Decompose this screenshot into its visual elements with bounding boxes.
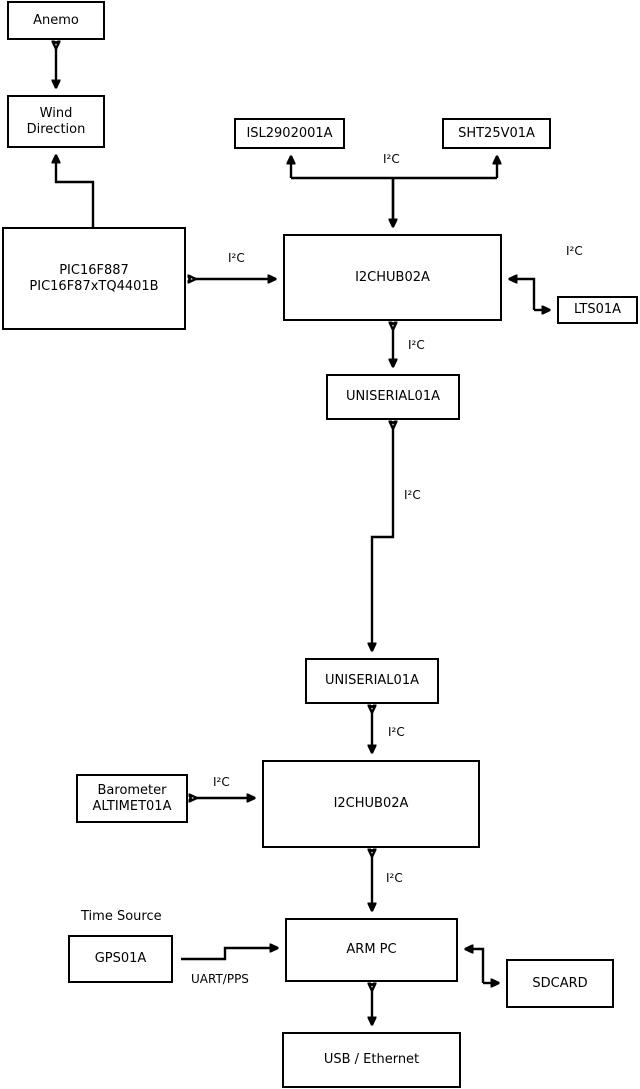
node-uniserial01a-lower[interactable]: UNISERIAL01A <box>305 658 439 704</box>
node-pic-mcu-label: PIC16F887 PIC16F87xTQ4401B <box>29 262 159 294</box>
edge-label-top-bus-i2c: I²C <box>383 152 400 166</box>
node-sht25v01a[interactable]: SHT25V01A <box>442 118 551 149</box>
edge-label-uniserial2-hub2-i2c: I²C <box>388 725 405 739</box>
label-time-source: Time Source <box>81 909 162 924</box>
node-uniserial01a-lower-label: UNISERIAL01A <box>325 673 419 688</box>
node-anemo[interactable]: Anemo <box>7 1 105 40</box>
node-sdcard[interactable]: SDCARD <box>506 959 614 1008</box>
node-usb-ethernet[interactable]: USB / Ethernet <box>282 1032 461 1088</box>
node-sdcard-label: SDCARD <box>532 975 588 991</box>
node-i2chub02a-lower[interactable]: I2CHUB02A <box>262 760 480 848</box>
node-gps01a[interactable]: GPS01A <box>68 935 173 983</box>
node-lts01a-label: LTS01A <box>573 302 622 317</box>
wire-pic-wind <box>56 156 95 227</box>
node-sht25v01a-label: SHT25V01A <box>458 125 535 141</box>
edge-label-pic-hub1-i2c: I²C <box>228 251 245 265</box>
node-gps01a-label: GPS01A <box>94 951 147 966</box>
node-wind-direction[interactable]: Wind Direction <box>7 95 105 148</box>
node-usb-ethernet-label: USB / Ethernet <box>323 1052 420 1067</box>
node-barometer-altimet01a[interactable]: Barometer ALTIMET01A <box>76 774 188 823</box>
node-uniserial01a-upper[interactable]: UNISERIAL01A <box>326 374 460 420</box>
node-isl2902001a-label: ISL2902001A <box>246 125 333 141</box>
node-i2chub02a-upper[interactable]: I2CHUB02A <box>283 234 502 321</box>
node-lts01a[interactable]: LTS01A <box>557 296 638 324</box>
node-isl2902001a[interactable]: ISL2902001A <box>234 118 345 149</box>
edge-label-barometer-hub2-i2c: I²C <box>213 775 230 789</box>
edge-label-gps-armpc-uart-pps: UART/PPS <box>191 972 249 986</box>
node-arm-pc-label: ARM PC <box>346 942 397 957</box>
wire-sdcard-armpc <box>466 949 485 983</box>
edge-label-uniserial1-uniserial2-i2c: I²C <box>404 488 421 502</box>
node-i2chub02a-upper-label: I2CHUB02A <box>355 269 430 285</box>
wire-gps-armpc <box>181 948 277 961</box>
wire-uniserial1-uniserial2 <box>372 428 393 650</box>
node-wind-direction-label: Wind Direction <box>26 105 86 137</box>
node-pic-mcu[interactable]: PIC16F887 PIC16F87xTQ4401B <box>2 227 186 330</box>
node-arm-pc[interactable]: ARM PC <box>285 918 458 982</box>
node-barometer-altimet01a-label: Barometer ALTIMET01A <box>92 782 172 814</box>
node-anemo-label: Anemo <box>33 12 79 28</box>
edge-label-hub1-uniserial1-i2c: I²C <box>408 338 425 352</box>
node-i2chub02a-lower-label: I2CHUB02A <box>333 796 409 811</box>
edge-label-hub1-lts-i2c: I²C <box>566 244 583 258</box>
edge-label-hub2-armpc-i2c: I²C <box>386 871 403 885</box>
wire-lts-hub1 <box>510 279 536 310</box>
node-uniserial01a-upper-label: UNISERIAL01A <box>346 389 440 404</box>
